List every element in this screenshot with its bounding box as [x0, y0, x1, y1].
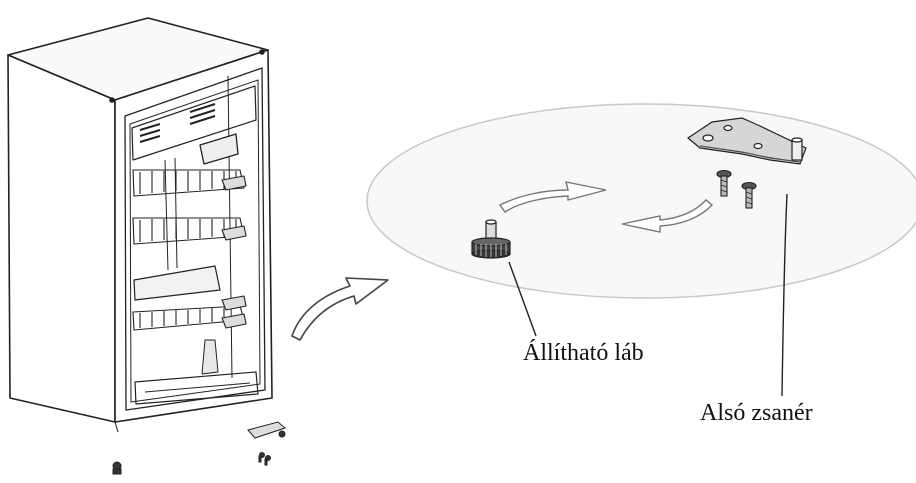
lower-hinge-label: Alsó zsanér	[700, 400, 813, 426]
refrigerator	[7, 17, 273, 433]
adjustable-foot-label: Állítható láb	[523, 340, 644, 366]
rotation-arrow-icon	[498, 181, 607, 213]
wire-shelf	[132, 169, 247, 197]
screw-icon	[716, 169, 732, 197]
detail-ellipse	[366, 103, 916, 299]
wire-shelf	[132, 295, 247, 331]
leader-line	[781, 193, 788, 397]
adjustable-foot-icon	[471, 219, 511, 259]
lower-hinge-icon	[686, 117, 807, 165]
loose-parts	[112, 421, 286, 475]
rotation-arrow-icon	[621, 199, 714, 233]
screw-icon	[741, 181, 757, 209]
leader-line	[508, 261, 537, 337]
curved-arrow-icon	[291, 277, 389, 341]
